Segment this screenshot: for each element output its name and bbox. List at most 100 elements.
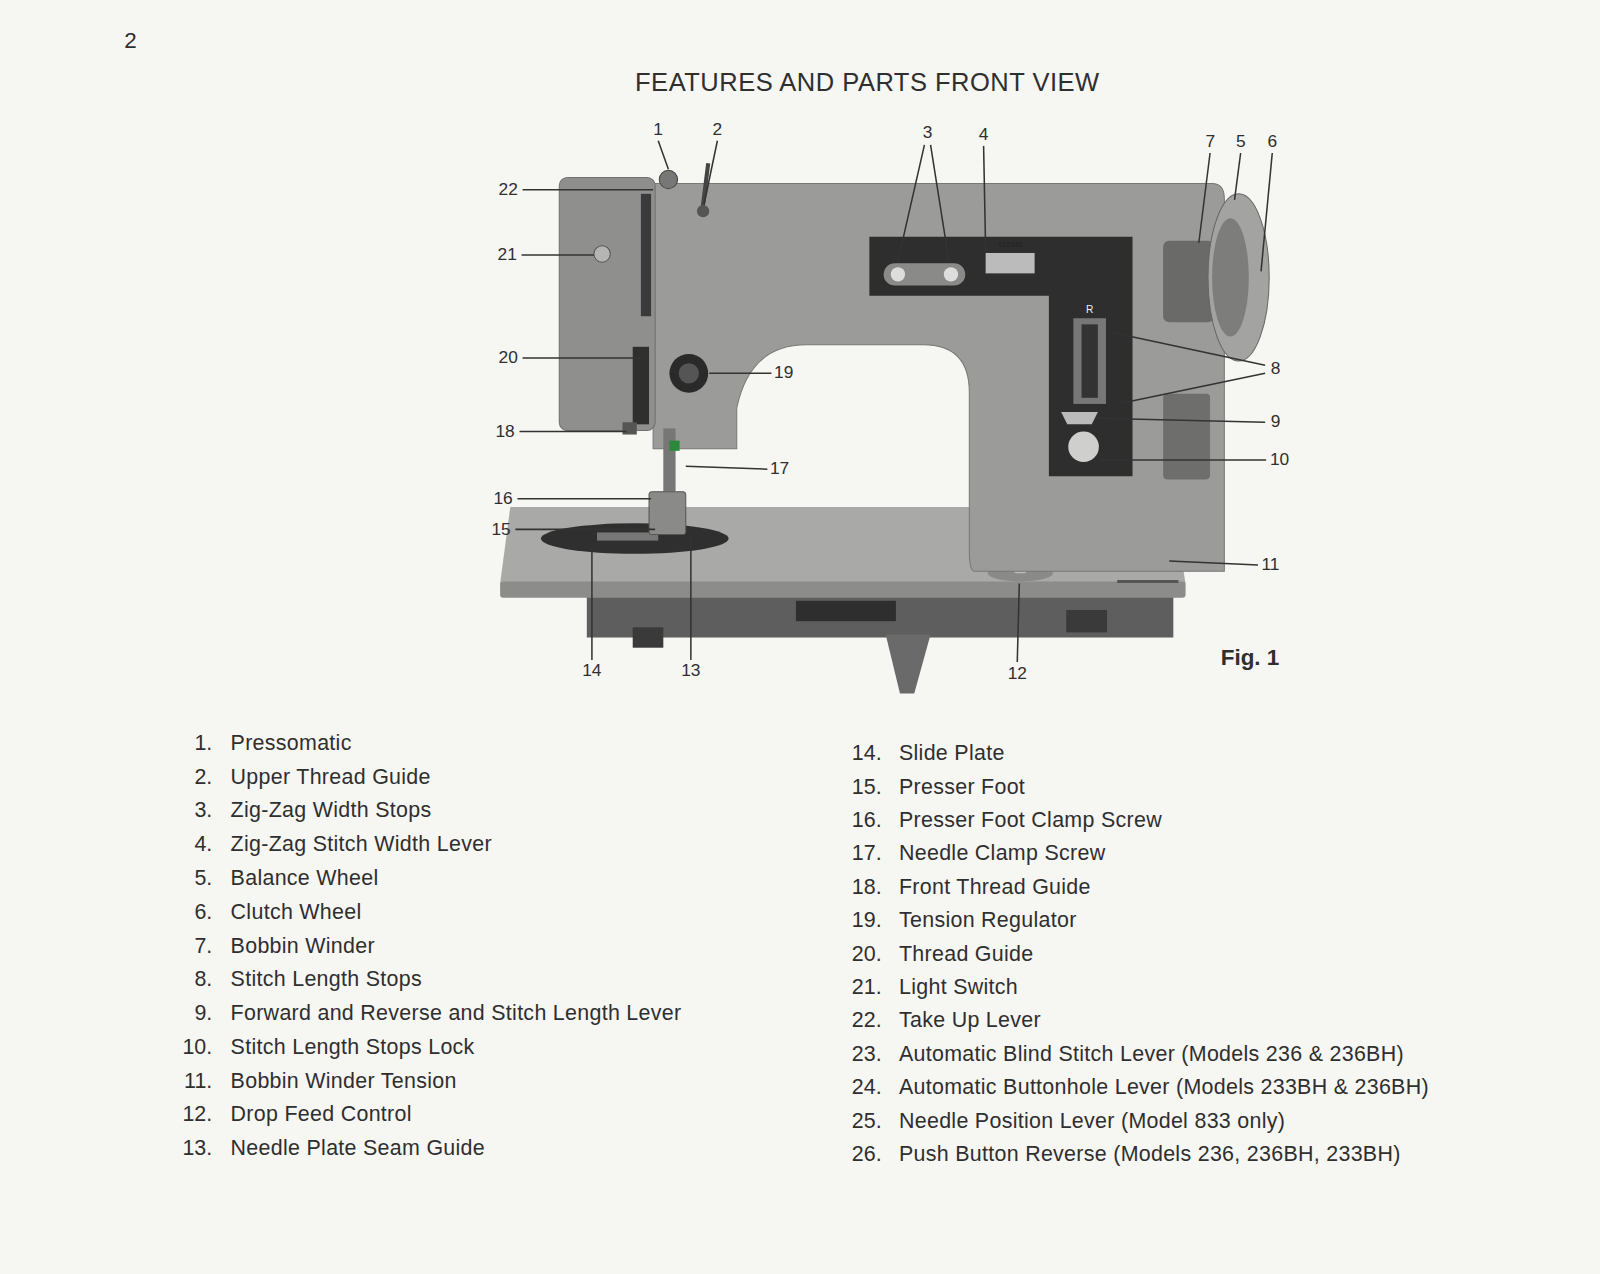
illustration-shape [1082,324,1098,397]
illustration-shape [697,205,709,217]
part-name: Clutch Wheel [231,901,362,925]
part-name: Automatic Blind Stitch Lever (Models 236… [899,1043,1404,1067]
list-number: 14. [852,742,882,766]
list-number: 26. [852,1143,882,1167]
illustration-shape [515,529,655,531]
callout-number: 18 [495,422,514,441]
illustration-shape [659,170,677,188]
callout-number: 2 [713,120,723,139]
illustration-shape [1061,412,1098,424]
illustration-shape [1066,610,1107,632]
part-name: Light Switch [899,976,1018,1000]
part-name: Needle Position Lever (Model 833 only) [899,1110,1285,1134]
callout-number: 16 [493,489,512,508]
part-name: Presser Foot Clamp Screw [899,809,1162,833]
callout-number: 1 [653,120,663,139]
illustration-shape [658,141,668,170]
illustration-shape [679,363,699,383]
callout-number: 17 [770,460,789,479]
list-number: 1. [194,732,212,756]
page-title: FEATURES AND PARTS FRONT VIEW [635,68,1100,96]
list-number: 3. [194,800,212,824]
illustration-shape [1073,318,1106,404]
illustration-shape [884,263,966,285]
callout-number: 4 [979,125,989,144]
part-name: Push Button Reverse (Models 236, 236BH, … [899,1143,1401,1167]
illustration-shape [984,146,986,251]
callout-number: 13 [681,662,700,681]
illustration-shape [500,581,1185,597]
illustration-shape [1117,580,1178,583]
illustration-shape [898,145,925,261]
part-name: Pressomatic [231,732,352,756]
illustration-shape [587,592,1174,638]
callout-number: 15 [491,520,510,539]
callout-number: 10 [1270,451,1289,470]
list-number: 21. [852,976,882,1000]
callout-number: 9 [1271,413,1281,432]
part-name: Needle Plate Seam Guide [231,1137,485,1161]
illustration-shape [1122,373,1265,403]
illustration-shape [1212,218,1249,336]
illustration-shape [519,431,626,433]
callout-number: 11 [1261,556,1279,575]
list-number: 22. [852,1010,882,1034]
list-number: 16. [852,809,882,833]
illustration-shape [669,354,708,393]
illustration-shape [597,532,658,540]
callout-number: 8 [1271,360,1281,379]
list-number: 11. [184,1070,212,1094]
reverse-mark: R [1086,305,1093,316]
illustration-shape [633,627,664,647]
list-number: 5. [194,867,212,891]
part-name: Zig-Zag Width Stops [231,800,432,824]
illustration-shape [641,194,651,316]
list-number: 19. [852,909,882,933]
list-number: 17. [852,843,882,867]
callout-number: 6 [1268,132,1278,151]
figure-label: Fig. 1 [1221,646,1280,671]
illustration-shape [709,373,771,375]
illustration-shape [1261,153,1272,271]
illustration-shape [686,466,768,469]
callout-number: 5 [1236,132,1246,151]
illustration-shape [1169,561,1258,565]
illustration-shape [1235,153,1241,200]
illustration-shape [522,254,594,256]
part-name: Tension Regulator [899,909,1077,933]
illustration-shape [1098,418,1265,422]
part-name: Slide Plate [899,742,1005,766]
machine-body [559,163,1224,571]
list-number: 4. [194,833,212,857]
illustration-shape [1112,333,1265,366]
illustration-shape [1068,431,1099,462]
illustration-shape [517,498,651,500]
illustration-shape [591,546,593,660]
callout-number: 20 [499,349,518,368]
part-name: Thread Guide [899,943,1034,967]
list-number: 9. [194,1002,212,1026]
illustration-shape [623,422,637,434]
part-name: Drop Feed Control [231,1104,412,1128]
illustration-shape [663,428,675,491]
leader-lines [515,141,1272,662]
illustration-shape [891,267,905,281]
illustration-shape [1100,459,1266,461]
illustration-shape [931,145,949,261]
list-number: 7. [194,935,212,959]
part-name: Take Up Lever [899,1010,1041,1034]
illustration-shape [986,253,1035,273]
illustration-shape [523,357,641,359]
illustration-shape [944,267,958,281]
part-name: Bobbin Winder Tension [231,1070,457,1094]
control-panel [869,237,1132,477]
part-name: Stitch Length Stops Lock [231,1036,475,1060]
callout-number: 14 [582,662,601,681]
illustration-shape [559,177,655,430]
list-number: 2. [194,766,212,790]
callout-number: 7 [1205,132,1215,151]
list-number: 6. [194,901,212,925]
illustration-shape [594,246,610,262]
part-name: Automatic Buttonhole Lever (Models 233BH… [899,1076,1429,1100]
part-name: Upper Thread Guide [231,766,431,790]
